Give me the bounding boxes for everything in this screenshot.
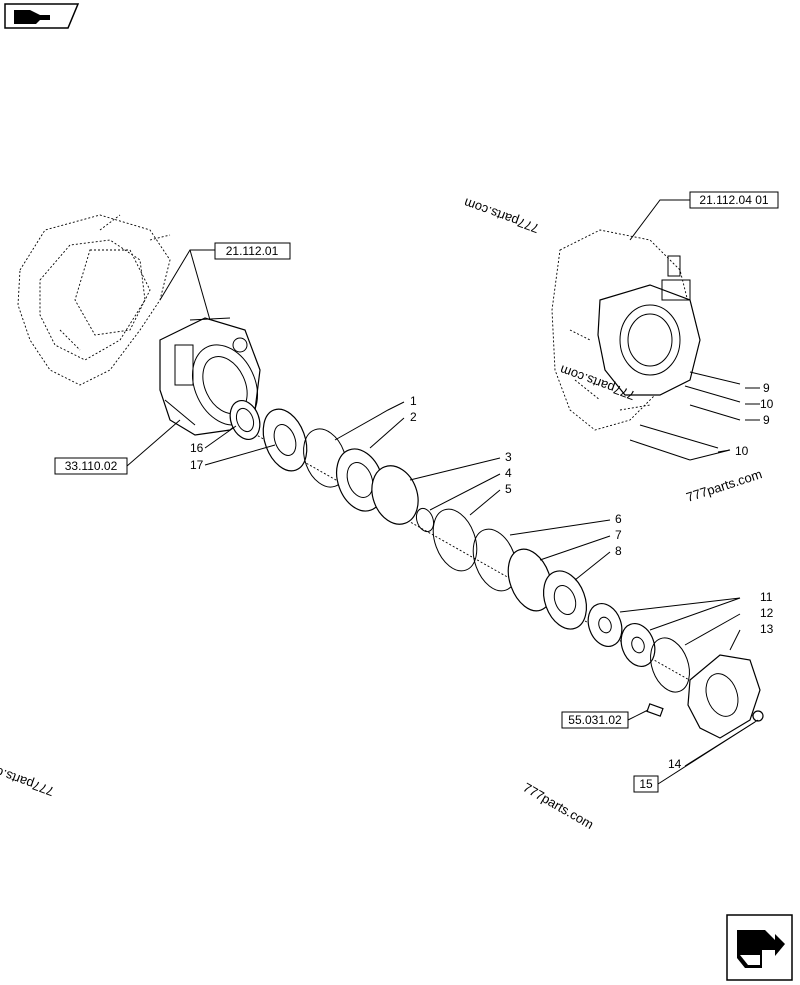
- bolts: [629, 371, 741, 461]
- part-11-washer-b: [620, 623, 656, 667]
- ref-box-21-112-04-01[interactable]: 21.112.04 01: [689, 191, 779, 209]
- part-label-8: 8: [615, 544, 622, 558]
- part-label-14: 14: [668, 757, 682, 771]
- ref-label: 55.031.02: [568, 713, 622, 727]
- ref-label: 33.110.02: [65, 459, 118, 473]
- ref-box-55-031-02[interactable]: 55.031.02: [561, 711, 629, 729]
- ref-label: 21.112.04 01: [699, 193, 769, 207]
- part-17-piston: [262, 408, 308, 472]
- part-label-10a: 10: [760, 397, 774, 411]
- part-label-5: 5: [505, 482, 512, 496]
- leader-lines: [126, 199, 760, 785]
- part-label-17: 17: [190, 458, 204, 472]
- page-nav-icon[interactable]: [4, 3, 80, 29]
- ref-box-21-112-01[interactable]: 21.112.01: [214, 242, 291, 260]
- ref-box-33-110-02[interactable]: 33.110.02: [54, 457, 128, 475]
- part-11-washer-a: [587, 603, 623, 647]
- part-label-7: 7: [615, 528, 622, 542]
- watermark: 777parts.com: [684, 466, 764, 505]
- part-16-hub: [229, 400, 261, 440]
- part-3-disc: [371, 465, 419, 525]
- part-12-oring: [650, 637, 690, 693]
- part-1-ring: [303, 428, 347, 488]
- next-page-icon[interactable]: [726, 914, 793, 981]
- part-label-16: 16: [190, 441, 204, 455]
- part-4-ring: [415, 507, 435, 533]
- part-label-12: 12: [760, 606, 774, 620]
- part-label-6: 6: [615, 512, 622, 526]
- right-housing: [551, 229, 701, 431]
- part-13-cover: [687, 654, 761, 739]
- ref-label: 21.112.01: [226, 244, 279, 258]
- part-7-disc: [507, 548, 553, 612]
- part-label-9b: 9: [763, 413, 770, 427]
- watermark: 777parts.com: [0, 758, 56, 799]
- ref-label: 15: [639, 777, 653, 791]
- watermark: 777parts.com: [521, 780, 597, 832]
- part-label-4: 4: [505, 466, 512, 480]
- part-14-plug: [752, 710, 764, 722]
- part-label-1: 1: [410, 394, 417, 408]
- part-8-plate: [542, 570, 588, 630]
- part-5-ring: [432, 508, 478, 572]
- part-label-11: 11: [760, 590, 773, 604]
- part-label-10b: 10: [735, 444, 749, 458]
- part-label-3: 3: [505, 450, 512, 464]
- part-label-13: 13: [760, 622, 774, 636]
- part-label-9a: 9: [763, 381, 770, 395]
- ref-box-15[interactable]: 15: [633, 775, 659, 793]
- part-55-fitting: [646, 703, 664, 717]
- watermark: 777parts.com: [462, 195, 541, 236]
- part-2-plate: [336, 448, 384, 512]
- part-label-2: 2: [410, 410, 417, 424]
